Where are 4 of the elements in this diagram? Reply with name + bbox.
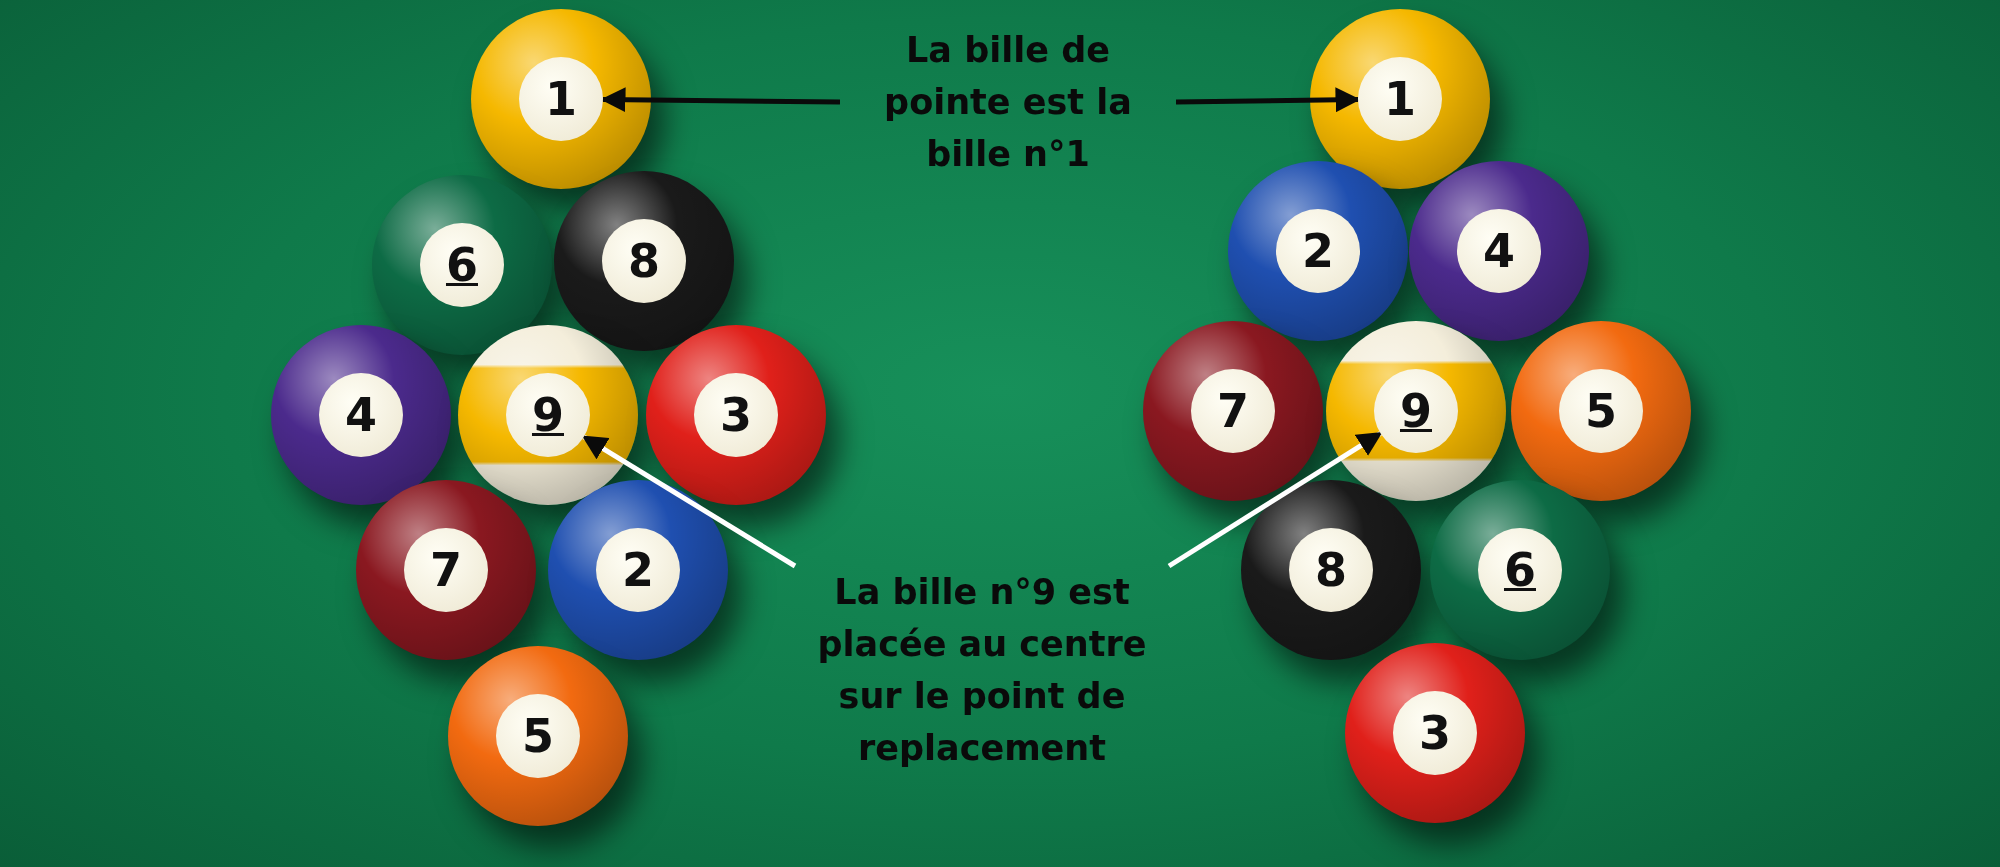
arrow — [581, 434, 797, 569]
arrow — [1167, 431, 1383, 569]
annotation-text: La bille n°9 est placée au centre sur le point de replacement — [782, 566, 1182, 774]
annotation-text: La bille de pointe est la bille n°1 — [838, 24, 1178, 180]
